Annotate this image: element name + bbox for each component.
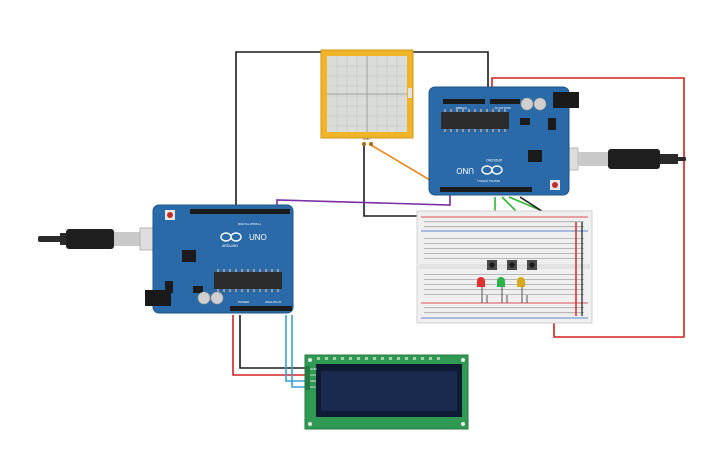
arduino-left-analog-label: ANALOG IN <box>265 300 281 304</box>
touchpad-pin-label: GND <box>363 137 371 141</box>
header-digital[interactable] <box>440 187 532 192</box>
header-power-bottom[interactable] <box>230 306 272 311</box>
wire-red-right-loop[interactable] <box>491 77 685 338</box>
touchpad-sensor[interactable] <box>320 49 414 146</box>
wire-black-touchpad[interactable] <box>363 145 430 217</box>
arduino-right-analog-label: ANALOG IN <box>495 106 511 110</box>
capacitor <box>520 97 534 111</box>
arduino-uno-right[interactable] <box>428 86 579 196</box>
arduino-left-header-label: DIGITAL (PWM~) <box>238 222 261 226</box>
capacitor <box>197 291 211 305</box>
capacitor <box>533 97 547 111</box>
atmega-chip <box>214 272 282 289</box>
arduino-right-power-label: POWER <box>455 106 467 110</box>
arduino-right-board-label: UNO <box>456 166 474 175</box>
arduino-left-board-label: UNO <box>249 233 267 242</box>
lcd-pin-label: GND <box>310 367 318 371</box>
arduino-right-brand: ARDUINO <box>486 158 502 162</box>
atmega-chip <box>441 112 509 129</box>
lcd-16x2[interactable] <box>304 354 469 430</box>
led-green[interactable] <box>497 277 505 287</box>
arduino-left-brand: ARDUINO <box>222 244 238 248</box>
arduino-uno-left[interactable] <box>145 204 294 314</box>
arduino-right-header-label: DIGITAL (PWM~) <box>477 179 500 183</box>
wires <box>232 51 685 388</box>
touchpad-pin[interactable] <box>369 142 373 146</box>
lcd-screen <box>321 371 457 411</box>
lcd-pin-label: SCL <box>310 385 316 389</box>
power-jack[interactable] <box>145 290 171 306</box>
header-digital[interactable] <box>190 209 290 214</box>
touchpad-pin[interactable] <box>362 142 366 146</box>
power-jack[interactable] <box>553 92 579 108</box>
arduino-left-power-label: POWER <box>238 300 250 304</box>
header-power-top[interactable] <box>443 99 485 104</box>
wire-blue-lcd-2[interactable] <box>291 315 308 388</box>
lcd-pin-label: VCC <box>310 373 317 377</box>
capacitor <box>210 291 224 305</box>
usb-cable-left[interactable] <box>38 227 173 251</box>
lcd-pin-label: SDA <box>310 379 316 383</box>
led-yellow[interactable] <box>517 277 525 287</box>
wire-black-lcd[interactable] <box>239 315 308 369</box>
header-analog-bottom[interactable] <box>262 306 292 311</box>
header-analog-top[interactable] <box>490 99 520 104</box>
wire-red-lcd[interactable] <box>232 315 308 376</box>
led-red[interactable] <box>477 277 485 287</box>
breadboard[interactable] <box>416 210 593 324</box>
wire-blue-lcd-1[interactable] <box>285 315 308 382</box>
